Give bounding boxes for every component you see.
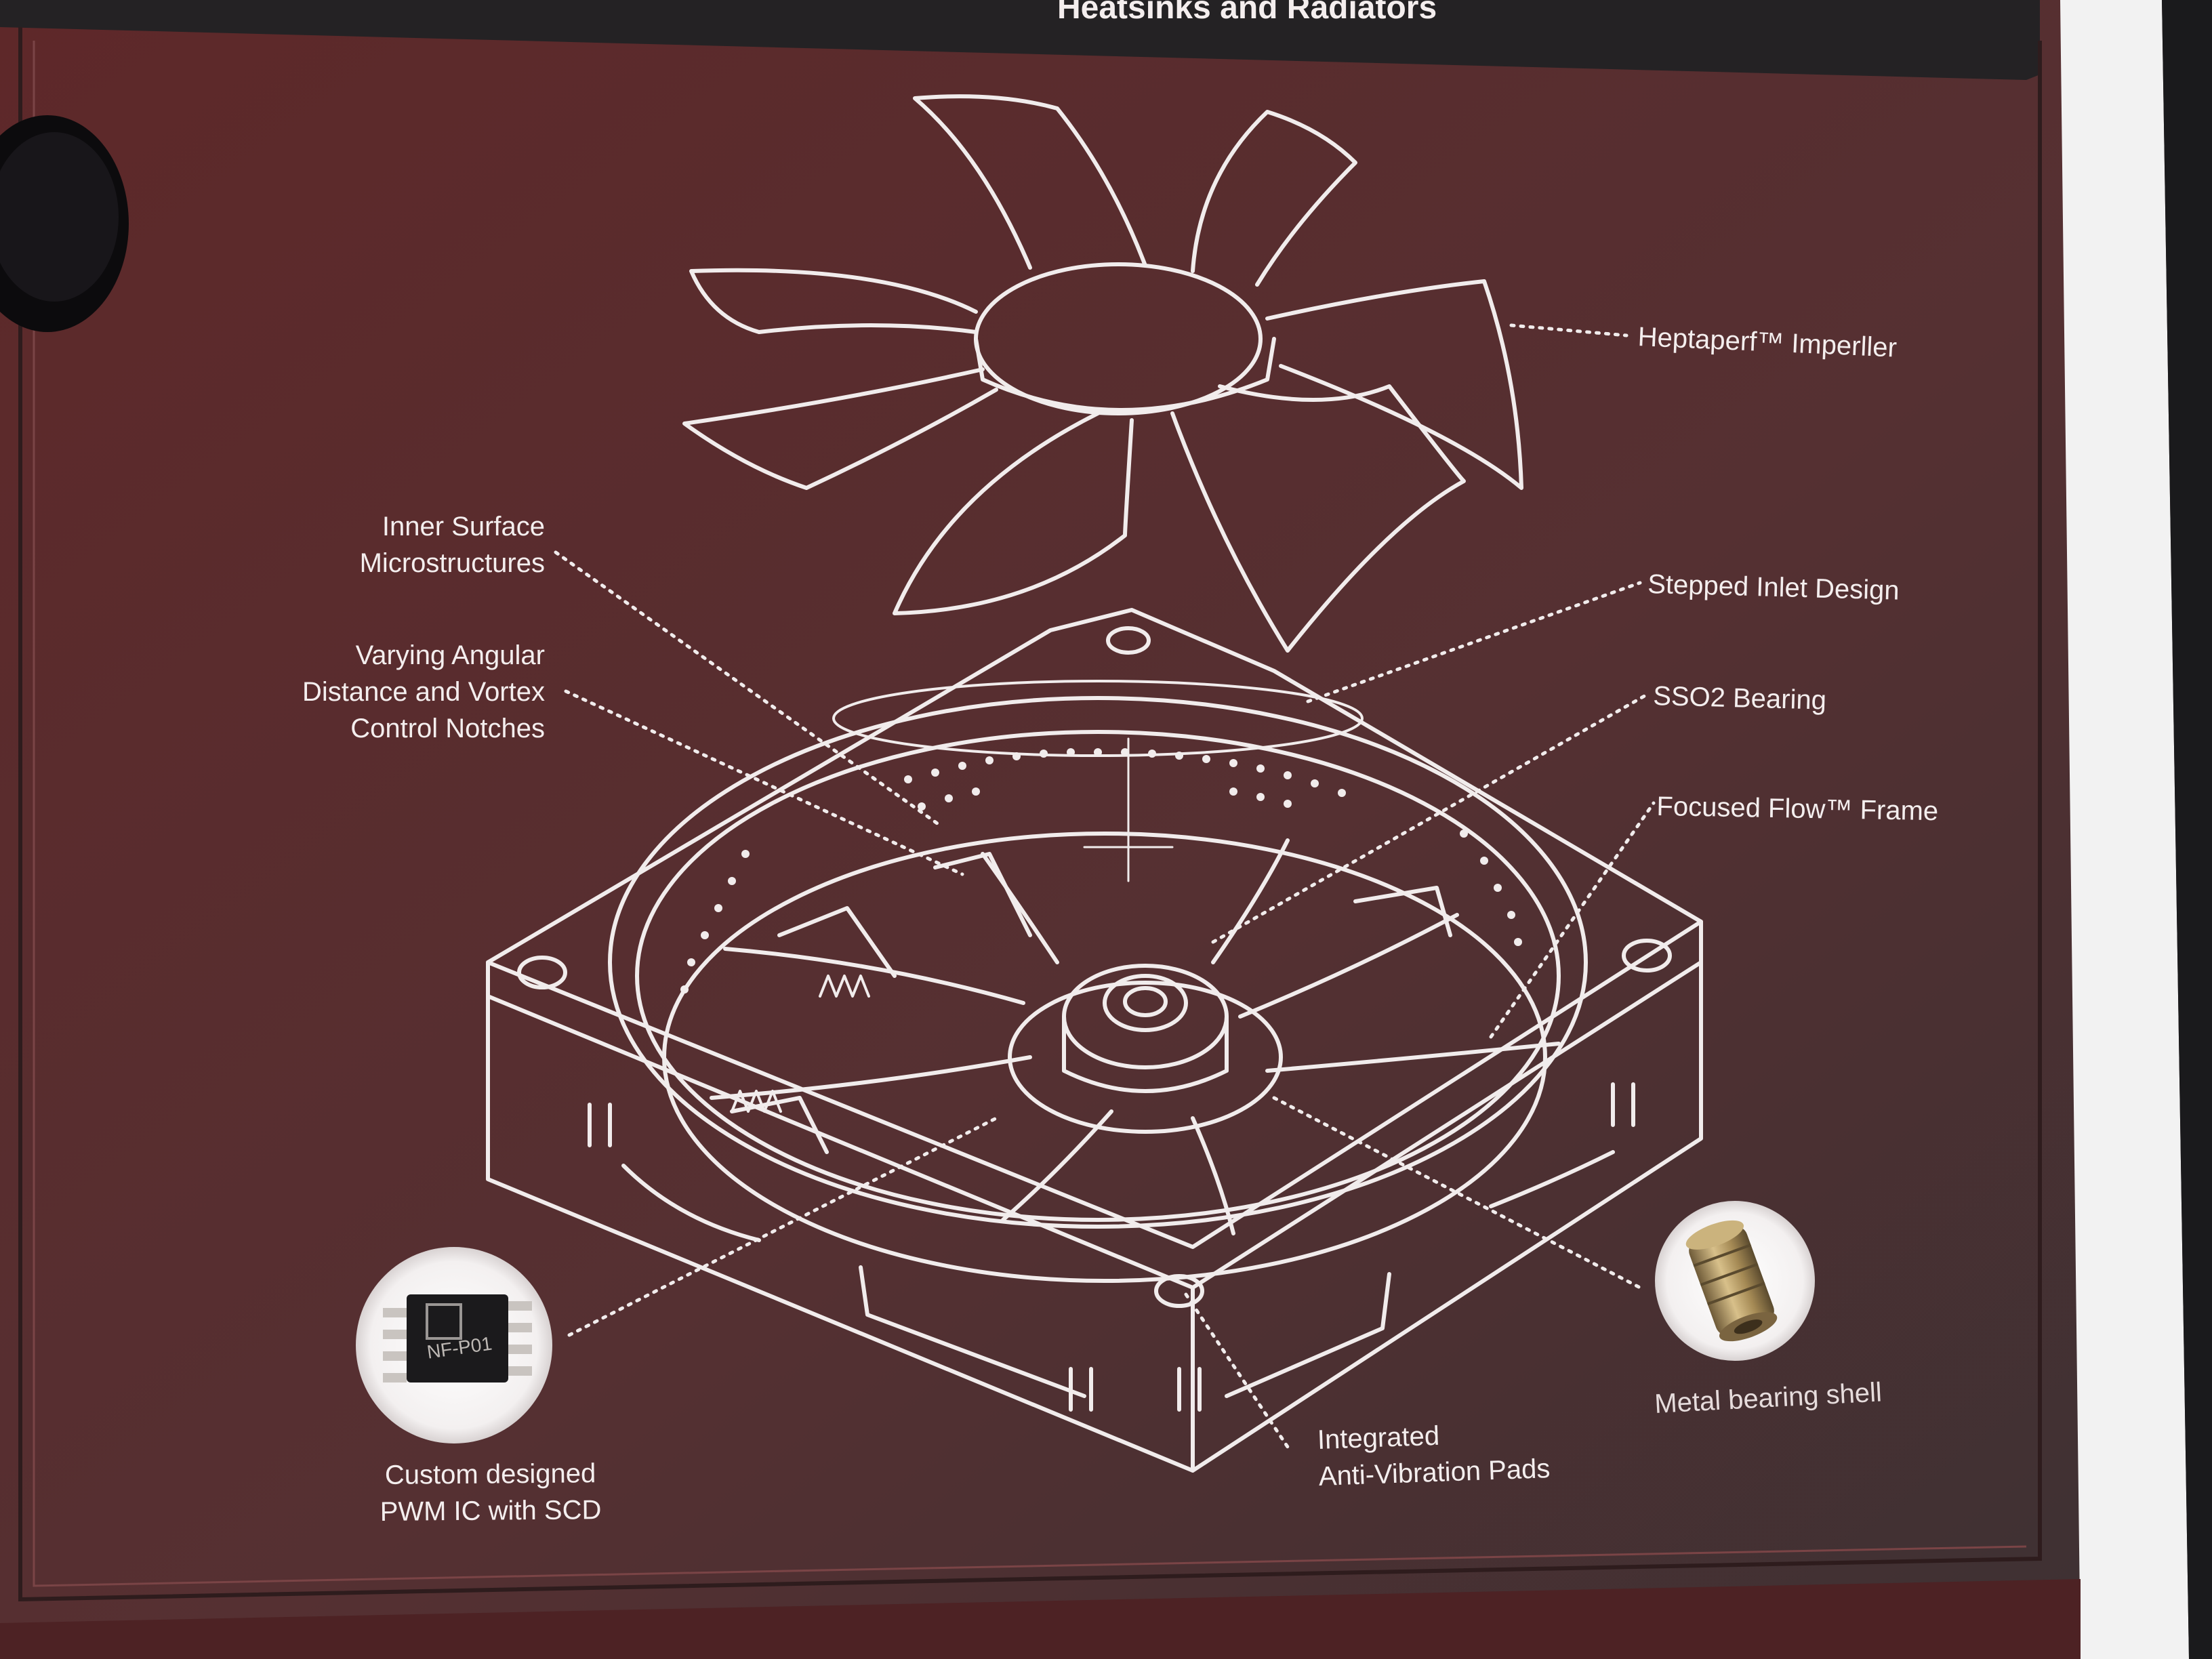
label-inner-surface: Inner Surface Microstructures (360, 508, 545, 581)
label-varying-line-3: Control Notches (350, 714, 545, 743)
label-bearing: SSO2 Bearing (1652, 680, 1827, 716)
label-varying-line-1: Varying Angular (355, 640, 545, 670)
microstructure-dots (680, 748, 1522, 994)
label-inner-surface-line-1: Inner Surface (382, 512, 545, 541)
label-pwm-line-1: Custom designed (384, 1458, 596, 1490)
label-stepped-inlet: Stepped Inlet Design (1647, 569, 1900, 606)
bearing-shell-bubble (1655, 1201, 1815, 1361)
label-varying: Varying Angular Distance and Vortex Cont… (302, 637, 545, 747)
label-pwm: Custom designed PWM IC with SCD (380, 1455, 602, 1530)
label-inner-surface-line-2: Microstructures (359, 548, 545, 578)
chip-bubble (356, 1247, 552, 1443)
label-pads: Integrated Anti-Vibration Pads (1317, 1414, 1551, 1495)
dark-edge (2162, 0, 2212, 1659)
fan-frame-drawing (486, 608, 1703, 1473)
paper-edge (2060, 0, 2189, 1659)
label-pwm-line-2: PWM IC with SCD (380, 1495, 602, 1527)
label-frame: Focused Flow™ Frame (1656, 791, 1939, 827)
label-varying-line-2: Distance and Vortex (302, 677, 545, 707)
impeller-drawing (682, 94, 1523, 653)
bottom-band (0, 1579, 2081, 1659)
header-band (0, 0, 2040, 80)
leader-lines (554, 323, 1656, 1449)
header-title: Heatsinks and Radiators (1057, 0, 1437, 26)
